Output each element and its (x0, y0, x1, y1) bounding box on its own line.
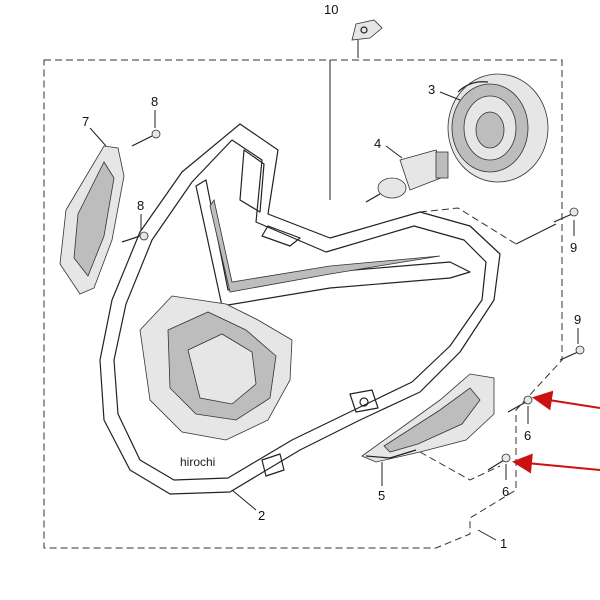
callout-4: 4 (374, 136, 381, 151)
bulb (365, 149, 449, 203)
mount-path-lower (419, 451, 501, 481)
headlight-lens-unit (99, 123, 501, 495)
nut-clip (351, 19, 383, 41)
callout-5: 5 (378, 488, 385, 503)
position-lamp (361, 373, 495, 463)
socket-cover (447, 73, 549, 183)
side-reflector (59, 145, 125, 295)
callout-2: 2 (258, 508, 265, 523)
callout-3: 3 (428, 82, 435, 97)
leader-bulb (385, 145, 403, 159)
leader-screw-top-right-path (515, 223, 557, 245)
screw-right-lower (487, 453, 511, 471)
red-arrow-lower-icon (512, 453, 600, 474)
watermark-text: hirochi (180, 455, 215, 469)
leader-socket (439, 91, 461, 101)
screw-right-upper (507, 395, 533, 413)
mount-path-upper (419, 207, 517, 245)
red-arrow-upper-icon (532, 390, 600, 411)
screw-top-right (553, 207, 579, 223)
assembly-boundary (43, 59, 563, 549)
screw-left-lower (121, 231, 149, 243)
callout-9-upper: 9 (570, 240, 577, 255)
leader-side-reflector (89, 127, 107, 147)
leader-assembly (477, 529, 497, 541)
callout-7: 7 (82, 114, 89, 129)
callout-1: 1 (500, 536, 507, 551)
screw-left-upper (131, 129, 161, 147)
callout-10: 10 (324, 2, 338, 17)
screw-mid-right (559, 345, 585, 361)
callout-6-upper: 6 (524, 428, 531, 443)
callout-8-lower: 8 (137, 198, 144, 213)
callout-9-lower: 9 (574, 312, 581, 327)
callout-8-upper: 8 (151, 94, 158, 109)
callout-6-lower: 6 (502, 484, 509, 499)
leader-lens (231, 489, 257, 511)
